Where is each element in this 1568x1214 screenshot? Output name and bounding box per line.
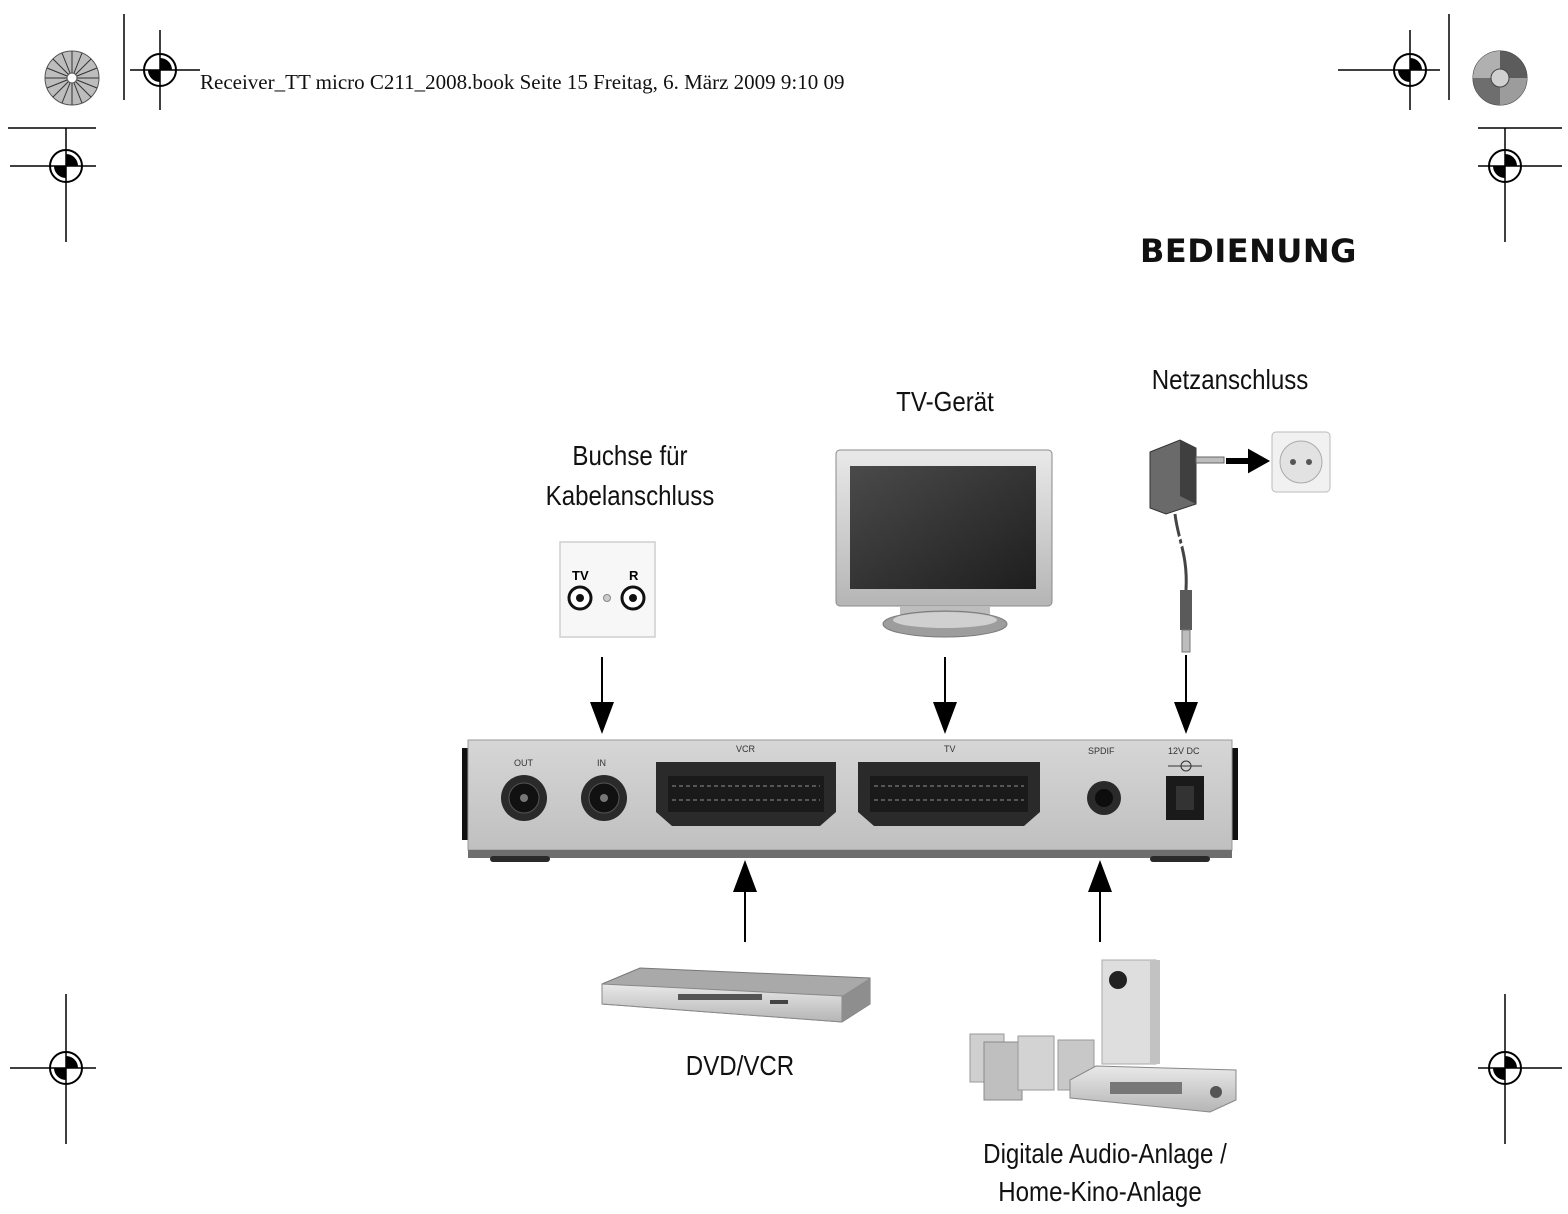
section-title: BEDIENUNG	[1140, 232, 1357, 270]
wall-socket-r-label: R	[629, 568, 639, 583]
dvd-vcr-label: DVD/VCR	[685, 1050, 795, 1081]
port-dc-power	[1166, 760, 1204, 820]
antenna-wall-socket: TV R	[559, 541, 656, 638]
port-spdif	[1087, 781, 1121, 815]
home-cinema-illustration	[969, 959, 1237, 1113]
registration-mark-right-top	[1478, 128, 1562, 242]
port-label-tv: TV	[944, 744, 956, 754]
port-label-vcr: VCR	[736, 744, 756, 754]
registration-mark-right-bottom	[1478, 994, 1562, 1144]
arrow-head-dvd	[733, 860, 757, 892]
power-adapter-illustration	[1149, 431, 1331, 653]
registration-mark-left-top	[10, 128, 96, 242]
print-header: Receiver_TT micro C211_2008.book Seite 1…	[200, 70, 845, 94]
audio-system-label-2: Home-Kino-Anlage	[998, 1176, 1202, 1207]
port-label-in: IN	[597, 758, 606, 768]
antenna-socket-label-2: Kabelanschluss	[545, 480, 715, 511]
port-scart-vcr	[656, 762, 836, 826]
arrow-head-audio	[1088, 860, 1112, 892]
port-scart-tv	[858, 762, 1040, 826]
receiver-rear-panel: OUT IN VCR TV SPDIF 12V DC	[462, 739, 1238, 862]
registration-mark-left-bottom	[10, 994, 96, 1144]
port-label-spdif: SPDIF	[1088, 746, 1115, 756]
audio-system-label-1: Digitale Audio-Anlage /	[983, 1138, 1227, 1169]
tv-device-label: TV-Gerät	[896, 386, 994, 417]
density-wheel-left	[44, 50, 100, 106]
density-wheel-right	[1472, 50, 1528, 106]
port-label-dc: 12V DC	[1168, 746, 1200, 756]
port-in	[581, 775, 627, 821]
dvd-player-illustration	[601, 967, 871, 1023]
arrow-head-tv	[933, 702, 957, 734]
registration-mark-top-left-1	[130, 30, 200, 110]
registration-mark-top-right-1	[1338, 30, 1440, 110]
port-label-out: OUT	[514, 758, 534, 768]
tv-set-illustration	[835, 449, 1053, 638]
arrow-head-antenna	[590, 702, 614, 734]
power-label: Netzanschluss	[1151, 364, 1309, 395]
antenna-socket-label-1: Buchse für	[572, 440, 688, 471]
wall-socket-tv-label: TV	[572, 568, 589, 583]
port-out	[501, 775, 547, 821]
arrow-head-power	[1174, 702, 1198, 734]
